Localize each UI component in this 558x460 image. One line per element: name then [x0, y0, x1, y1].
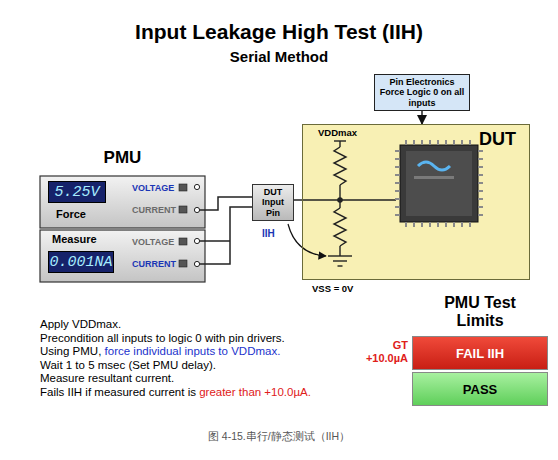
current-label: IIH	[262, 228, 275, 239]
chip-pin	[469, 222, 471, 227]
note-text: Using PMU,	[40, 345, 101, 357]
note-line: Wait 1 to 5 msec (Set PMU delay).	[40, 359, 405, 373]
chip-pin	[478, 198, 483, 200]
node-text: DUT	[479, 129, 516, 150]
node-text: PASS	[463, 382, 497, 397]
chip-pin	[445, 222, 447, 227]
chip-pin	[429, 140, 431, 145]
measure-panel: Measure 0.001NA VOLTAGE CURRENT	[40, 230, 205, 282]
node-text: PMU Test Limits	[432, 294, 528, 331]
board-fill	[302, 124, 530, 280]
force-panel: 5.25V Force VOLTAGE CURRENT	[40, 176, 205, 228]
chip-pin	[413, 222, 415, 227]
chip-pin	[478, 190, 483, 192]
panel-text: VOLTAGE	[132, 237, 174, 247]
chip-pin	[461, 222, 463, 227]
chip-pin	[395, 182, 400, 184]
chip-pin	[395, 190, 400, 192]
figure-caption: 图 4-15.串行/静态测试（IIH）	[0, 430, 558, 444]
chip-pin	[469, 140, 471, 145]
pass-band: PASS	[412, 372, 548, 406]
dut-board: DUT	[302, 124, 530, 280]
chip-pin	[478, 206, 483, 208]
instrument-stack: PMU5.25VForceVOLTAGECURRENTMeasure0.001N…	[40, 148, 205, 284]
chip-pin	[421, 222, 423, 227]
resistor-network	[302, 141, 396, 256]
chip-pin	[478, 150, 483, 152]
node-text: 5.25V	[48, 181, 106, 203]
ground-label: VSS = 0V	[312, 283, 353, 294]
chip-pin	[453, 140, 455, 145]
note-text: Wait 1 to 5 msec (Set PMU delay).	[40, 359, 216, 371]
panel-text: CURRENT	[132, 259, 176, 269]
title-text: Input Leakage High Test (IIH)	[0, 20, 558, 44]
chip-pin	[421, 140, 423, 145]
measure-panel	[40, 230, 205, 282]
supply-label: VDDmax	[318, 127, 357, 138]
fail-band: FAIL IIH	[412, 336, 548, 370]
chip-pin	[395, 174, 400, 176]
chip-pin	[437, 140, 439, 145]
junction-dot	[337, 197, 343, 203]
terminal	[194, 184, 199, 266]
chip-pin	[413, 140, 415, 145]
node-text: DUT Input Pin	[255, 187, 291, 218]
panel-text: VOLTAGE	[132, 183, 174, 193]
limit-value: GT +10.0µA	[348, 339, 408, 364]
note-text: Measure resultant current.	[40, 372, 174, 384]
wire	[205, 197, 252, 210]
pointer-arrow	[421, 111, 423, 124]
current-arrow	[288, 224, 326, 256]
subtitle: Serial Method	[0, 48, 558, 65]
notes-block: Apply VDDmax. Precondition all inputs to …	[40, 318, 405, 400]
wire	[205, 207, 252, 264]
chip-pin	[437, 222, 439, 227]
panel-text: Force	[56, 208, 86, 220]
callout-box: Pin Electronics Force Logic 0 on all inp…	[374, 74, 470, 111]
chip-pin	[478, 214, 483, 216]
panel-text: CURRENT	[132, 205, 176, 215]
node-text: FAIL IIH	[456, 346, 504, 361]
note-line: Measure resultant current.	[40, 372, 405, 386]
node-text: Measure	[52, 233, 97, 245]
chip-pin	[405, 222, 407, 227]
chip-pin	[395, 206, 400, 208]
note-text: greater than +10.0µA.	[199, 386, 311, 398]
chip-pin	[478, 174, 483, 176]
chip-pin	[395, 166, 400, 168]
pin-box: DUT Input Pin	[252, 184, 294, 221]
chip-pin	[478, 182, 483, 184]
panel-text: 0.001NA	[48, 251, 114, 273]
chip-pin	[395, 214, 400, 216]
note-line: Precondition all inputs to logic 0 with …	[40, 332, 405, 346]
node-text: PMU	[40, 148, 205, 168]
chip-pin	[453, 222, 455, 227]
chip-pin	[395, 198, 400, 200]
note-line: Using PMU, force individual inputs to VDD…	[40, 345, 405, 359]
chip-pin	[395, 150, 400, 152]
wire	[200, 210, 230, 264]
note-text: Apply VDDmax.	[40, 318, 121, 330]
force-panel	[40, 176, 205, 228]
note-text: Precondition all inputs to logic 0 with …	[40, 332, 285, 344]
toggle-switch	[179, 184, 187, 267]
chip-pin	[445, 140, 447, 145]
limits-panel: PMU Test LimitsFAIL IIH PASS	[412, 294, 548, 408]
note-text: force individual inputs to VDDmax.	[105, 345, 281, 357]
chip-pin	[429, 222, 431, 227]
wire	[294, 199, 302, 201]
chip-pin	[395, 158, 400, 160]
chip-pin	[405, 140, 407, 145]
chip-pin	[461, 140, 463, 145]
chip-pin	[478, 166, 483, 168]
chip-pin	[478, 158, 483, 160]
note-line: Apply VDDmax.	[40, 318, 405, 332]
note-text: Fails IIH if measured current is	[40, 386, 196, 398]
ground-symbol	[328, 256, 352, 266]
chip-package	[395, 140, 483, 227]
node-text: Pin Electronics Force Logic 0 on all inp…	[378, 77, 466, 108]
note-line: Fails IIH if measured current isgreater …	[40, 386, 405, 400]
